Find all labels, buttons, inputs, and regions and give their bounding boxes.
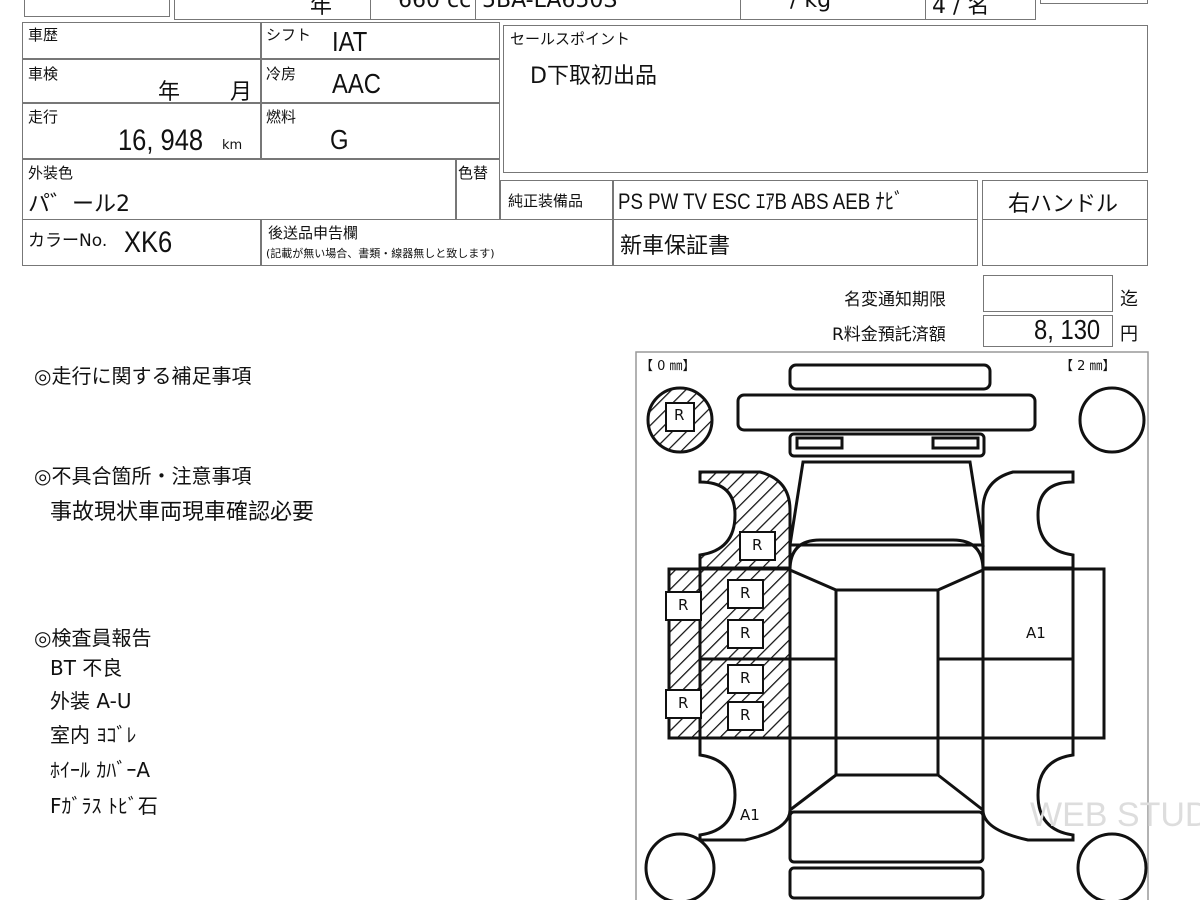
inspector-item: 外装 A-U — [50, 689, 132, 713]
fuel-value: G — [330, 124, 349, 155]
mileage-label: 走行 — [28, 108, 59, 126]
rear-right-fender — [981, 738, 1075, 842]
repaint-label: 色替 — [458, 164, 489, 182]
recycle-suffix: 円 — [1120, 324, 1138, 345]
defects-header: ◎不具合箇所・注意事項 — [34, 464, 252, 488]
inspection-year-unit: 年 — [158, 80, 181, 105]
scratch-mark: A1 — [1026, 624, 1046, 642]
windshield — [788, 538, 985, 592]
repair-mark: R — [678, 596, 689, 614]
exterior-color-value: パ゛ール2 — [28, 192, 130, 217]
name-change-field — [983, 275, 1113, 312]
aircon-value: AAC — [332, 68, 381, 99]
shift-value: IAT — [332, 26, 368, 57]
color-no-label: カラーNo. — [28, 231, 108, 251]
front-bumper — [736, 393, 1037, 432]
repair-mark: R — [752, 536, 763, 554]
history-label: 車歴 — [28, 26, 59, 44]
top-row — [174, 0, 1036, 20]
repair-mark: R — [674, 406, 685, 424]
rear-left-fender — [698, 738, 792, 842]
displacement: 660 cc — [398, 0, 472, 13]
weight: / kg — [790, 0, 832, 13]
fuel-label: 燃料 — [266, 108, 297, 126]
rear-bumper — [788, 866, 985, 900]
scratch-mark: A1 — [740, 806, 760, 824]
equipment-label: 純正装備品 — [508, 192, 584, 210]
steering-value: 右ハンドル — [1008, 192, 1119, 217]
year-unit: 年 — [310, 0, 333, 19]
top-right-cell — [1040, 0, 1148, 4]
grille — [788, 432, 986, 458]
watermark: WEB STUDIO PRO — [1030, 796, 1200, 834]
sales-point-value: D下取初出品 — [530, 64, 657, 89]
tread-right: 【 2 ㎜】 — [1060, 359, 1116, 374]
repair-mark: R — [740, 624, 751, 642]
inspector-item: BT 不良 — [50, 656, 123, 680]
top-blank-cell — [24, 0, 170, 17]
shift-label: シフト — [266, 26, 312, 44]
exterior-color-label: 外装色 — [28, 164, 74, 182]
recycle-field — [983, 315, 1113, 347]
right-rocker — [1071, 567, 1106, 740]
front-bumper-top — [788, 363, 992, 391]
trunk — [788, 810, 985, 864]
name-change-suffix: 迄 — [1120, 289, 1138, 310]
front-right-fender — [981, 470, 1075, 570]
repair-mark: R — [740, 669, 751, 687]
inspection-month-unit: 月 — [230, 80, 253, 105]
color-no-value: XK6 — [124, 226, 173, 259]
inspector-item: 室内 ﾖｺﾞﾚ — [50, 723, 137, 747]
deferred-label: 後送品申告欄 — [268, 224, 359, 242]
hood — [788, 460, 985, 547]
mileage-unit: km — [222, 138, 243, 153]
deferred-value: 新車保証書 — [620, 234, 731, 259]
rear-left-wheel — [644, 832, 716, 900]
capacity: 4 / 名 — [932, 0, 990, 19]
color-no-row — [22, 219, 978, 266]
aircon-label: 冷房 — [266, 65, 297, 83]
deferred-note: (記載が無い場合、書類・線器無しと致します) — [266, 247, 495, 260]
inspector-item: Fｶﾞﾗｽ ﾄﾋﾞ石 — [50, 794, 158, 818]
roof — [834, 588, 940, 777]
inspection-label: 車検 — [28, 65, 59, 83]
recycle-label: R料金預託済額 — [832, 325, 946, 345]
equipment-value: PS PW TV ESC ｴｱB ABS AEB ﾅﾋﾞ — [618, 189, 904, 214]
repair-mark: R — [740, 706, 751, 724]
right-doors — [981, 567, 1075, 740]
repair-mark: R — [678, 694, 689, 712]
repair-mark: R — [740, 584, 751, 602]
sales-point-box — [503, 25, 1148, 173]
recycle-value: 8, 130 — [1034, 314, 1101, 345]
diagram-frame — [635, 351, 1149, 900]
inspector-item: ﾎｲｰﾙ ｶﾊﾞｰA — [50, 758, 151, 782]
rear-right-wheel — [1076, 832, 1148, 900]
tread-left: 【 0 ㎜】 — [640, 359, 696, 374]
inspector-header: ◎検査員報告 — [34, 626, 152, 650]
blank-cell — [982, 219, 1148, 266]
name-change-label: 名変通知期限 — [844, 290, 946, 310]
model-code: 5BA-LA650S — [482, 0, 618, 13]
spare-tire-right — [1078, 386, 1146, 454]
defect-item: 事故現状車両現車確認必要 — [50, 500, 315, 525]
sales-point-label: セールスポイント — [510, 30, 631, 48]
mileage-value: 16, 948 — [118, 124, 204, 157]
driving-notes-header: ◎走行に関する補足事項 — [34, 364, 252, 388]
